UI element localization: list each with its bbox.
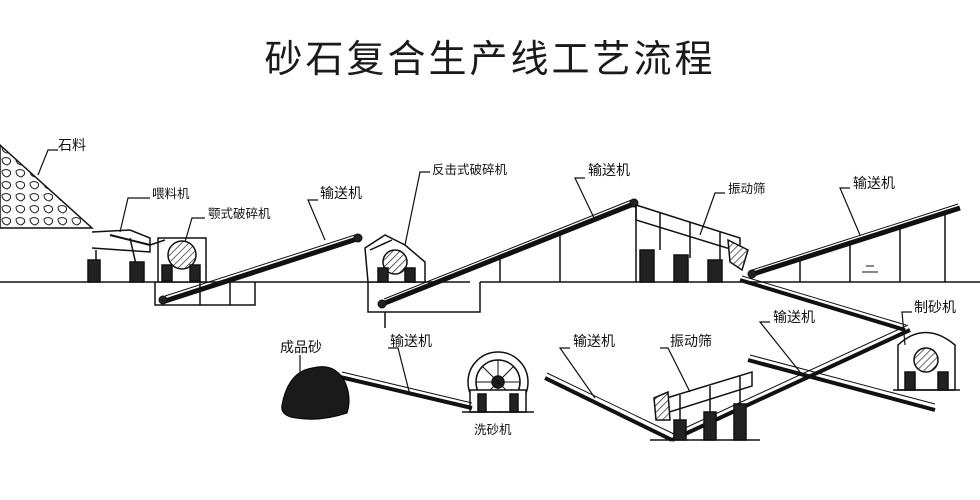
sand-washer-machine [462,351,534,413]
label-conveyor-3: 输送机 [853,176,895,192]
conveyor-3 [747,203,961,282]
label-conveyor-4: 输送机 [390,334,432,350]
label-stone: 石料 [58,138,86,154]
label-finished-sand: 成品砂 [280,340,322,356]
label-washer: 洗砂机 [474,422,512,437]
finished-sand-pile [281,366,350,420]
sand-making-machine [893,331,960,391]
label-feeder: 喂料机 [152,186,190,201]
diagram-title: 砂石复合生产线工艺流程 [264,37,716,81]
conveyor-return [739,275,907,332]
stone-pile [0,143,94,229]
jaw-crusher-machine [149,237,207,283]
label-jaw-crusher: 颚式破碎机 [208,206,271,221]
conveyor-4 [339,371,473,410]
vibrating-screen-2 [650,370,760,441]
pit-1 [154,282,256,306]
label-conveyor-1: 输送机 [320,186,362,202]
conveyor-2 [377,198,639,309]
label-conveyor-2: 输送机 [588,163,630,179]
label-screen-1: 振动筛 [728,181,766,196]
level-mark [862,265,878,273]
vibrating-screen-1 [635,203,749,283]
leader-lines [37,149,912,399]
conveyor-1 [158,233,363,305]
label-conveyor-6: 输送机 [773,310,815,326]
label-screen-2: 振动筛 [670,334,712,350]
label-conveyor-5: 输送机 [573,334,615,350]
label-impact-crusher: 反击式破碎机 [432,162,508,177]
feeder-machine [87,229,151,283]
label-sand-maker: 制砂机 [914,300,956,316]
impact-crusher-machine [364,234,426,283]
conveyor-5 [544,354,936,442]
pit-2 [367,282,481,328]
